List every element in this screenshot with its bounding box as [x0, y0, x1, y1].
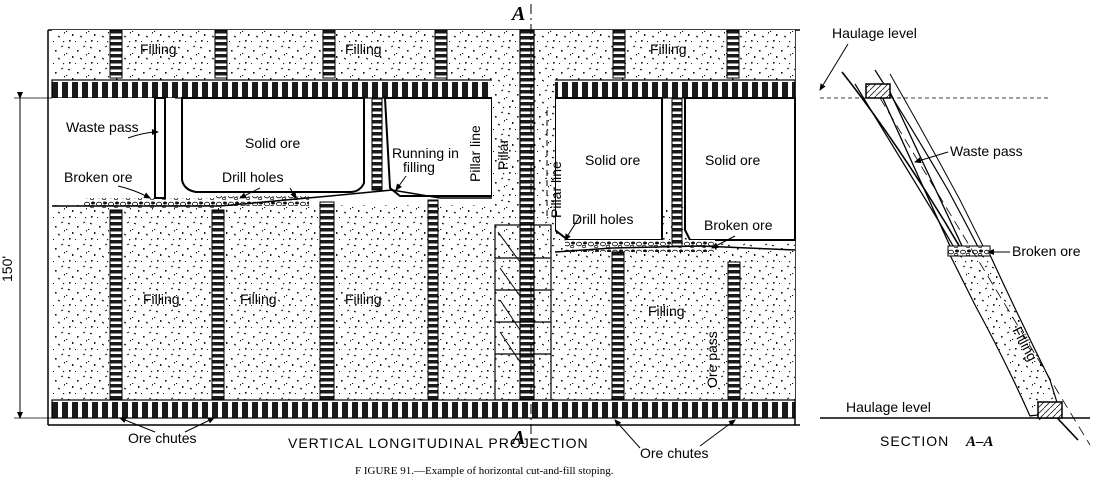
- section-haulage-top-label: Haulage level: [832, 25, 917, 41]
- section-haulage-bottom: [1037, 401, 1063, 419]
- ore-chute: [611, 251, 625, 403]
- section-broken-ore-label: Broken ore: [1012, 243, 1081, 259]
- broken-ore-layer-1: [84, 198, 214, 208]
- chute: [322, 29, 336, 79]
- raise-shaft: [519, 29, 535, 403]
- ore-chutes-label: Ore chutes: [128, 430, 196, 446]
- pillar-line-label: Pillar line: [467, 125, 483, 182]
- running-in-label-2: filling: [403, 159, 435, 175]
- section-mark: A–A: [965, 434, 994, 450]
- section-waste-pass-label: Waste pass: [950, 143, 1023, 159]
- figure-caption: F IGURE 91.—Example of horizontal cut-an…: [355, 465, 614, 477]
- chute: [434, 29, 448, 79]
- waste-pass-stope: [52, 98, 175, 201]
- broken-ore-label: Broken ore: [64, 169, 133, 185]
- chute: [214, 29, 228, 79]
- longitudinal-projection: [14, 4, 800, 448]
- drill-holes-label: Drill holes: [222, 169, 283, 185]
- solid-ore-label: Solid ore: [585, 152, 640, 168]
- dimension-label: 150': [0, 256, 15, 282]
- ore-chute: [319, 201, 335, 403]
- section-waste-pass: [879, 91, 963, 247]
- projection-title: VERTICAL LONGITUDINAL PROJECTION: [288, 435, 589, 451]
- lower-filling-label: Filling: [345, 291, 382, 307]
- ore-chute: [427, 199, 439, 403]
- ore-pass-label: Ore pass: [704, 331, 720, 388]
- lower-filling-label: Filling: [240, 291, 277, 307]
- chute: [612, 29, 626, 79]
- top-filling-label: Filling: [140, 41, 177, 57]
- stope-central: [383, 97, 493, 197]
- section-line-label-bottom: A: [510, 427, 525, 449]
- pillar-label: Pillar: [495, 139, 511, 170]
- section-view: [820, 69, 1091, 446]
- ore-chute: [109, 209, 123, 403]
- upper-haulage-level: [51, 79, 796, 99]
- pillar-line-label-2: Pillar line: [548, 161, 564, 218]
- solid-ore-block-3: [684, 97, 796, 241]
- lower-filling-label: Filling: [648, 303, 685, 319]
- solid-ore-label: Solid ore: [245, 135, 300, 151]
- chutes: [109, 29, 741, 403]
- section-title: SECTION: [880, 433, 949, 449]
- leader-lines: [117, 129, 736, 449]
- ore-pass: [727, 261, 741, 403]
- solid-ore-label: Solid ore: [705, 152, 760, 168]
- drill-holes-label-2: Drill holes: [572, 211, 633, 227]
- longitudinal-labels: Filling Filling Filling Waste pass Broke…: [0, 3, 773, 461]
- section-line-label-top: A: [510, 3, 525, 25]
- ore-chutes-label: Ore chutes: [640, 445, 708, 461]
- running-in-label: Running in: [392, 145, 459, 161]
- section-filling: [949, 254, 1061, 417]
- waste-pass-raise: [154, 97, 166, 199]
- solid-ore-block-1: [181, 97, 365, 193]
- chute: [109, 29, 123, 79]
- section-haulage-top: [865, 83, 891, 99]
- raise: [371, 97, 383, 191]
- lower-haulage-level: [51, 399, 796, 419]
- right-filling-area: [558, 250, 795, 402]
- dimension-150: [14, 92, 52, 419]
- raise: [671, 97, 683, 247]
- section-broken-ore: [947, 245, 991, 257]
- broken-ore-layer-2: [214, 196, 309, 206]
- lower-filling-label: Filling: [143, 291, 180, 307]
- section-haulage-bottom-label: Haulage level: [846, 399, 931, 415]
- top-filling-label: Filling: [650, 41, 687, 57]
- broken-ore-label-2: Broken ore: [704, 217, 773, 233]
- chute: [726, 29, 740, 79]
- top-filling-band: [52, 30, 795, 80]
- section-leaders: [819, 43, 1010, 255]
- waste-pass-label: Waste pass: [66, 119, 139, 135]
- ore-chute: [211, 209, 225, 403]
- top-filling-label: Filling: [345, 41, 382, 57]
